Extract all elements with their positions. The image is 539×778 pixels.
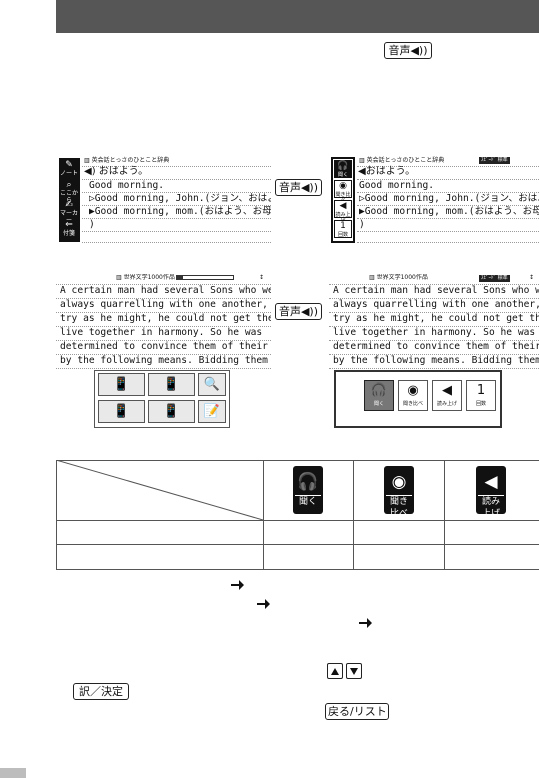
onsei-button[interactable]: 音声◀))	[275, 179, 322, 196]
screen-literature-normal: ▥ 世界文学1000作品 ↕ A certain man had several…	[56, 274, 271, 432]
sidebar-sticky[interactable]: ⇐付箋	[62, 220, 75, 237]
sidebar-note[interactable]: ✎ノート	[59, 160, 78, 177]
scroll-indicator: ↕	[259, 274, 265, 281]
scroll-indicator: ↕	[529, 274, 535, 281]
entry-headword: ◀) おはよう。	[84, 166, 149, 177]
screen-dictionary-voice-mode: 🎧聞く ◉聞き比べ ◀読み上げ 1回数 ▥ 英会話とっさのひとこと辞典 ｽﾋﾟｰ…	[329, 156, 539, 244]
search-tile[interactable]: 🔍	[198, 373, 226, 396]
entry-line: )	[359, 219, 365, 230]
entry-line: ▷Good morning, John.(ジョン、おはよう)	[89, 193, 271, 204]
yaku-kettei-key: 訳／決定	[73, 683, 129, 700]
text-line: live together in harmony. So he was	[60, 327, 263, 338]
header-bar	[56, 0, 539, 33]
text-line: by the following means. Bidding them fet…	[333, 355, 539, 366]
onsei-button[interactable]: 音声◀))	[275, 303, 322, 320]
text-line: always quarrelling with one another, and…	[333, 299, 539, 310]
speed-badge: ｽﾋﾟｰﾄﾞ 標準	[479, 275, 510, 282]
down-key-icon	[346, 663, 362, 679]
onsei-key: 音声◀))	[384, 42, 432, 59]
tool-tile-4[interactable]: 📱	[98, 400, 145, 423]
dictionary-title: ▥ 世界文学1000作品	[116, 274, 175, 281]
reading-progress-bar	[176, 275, 234, 280]
table-corner-diagonal	[56, 460, 264, 521]
text-line: by the following means. Bidding them fet…	[60, 355, 271, 366]
tool-tile-5[interactable]: 📱	[148, 400, 195, 423]
function-sidebar: ✎ノート ⌕ここから ✍マーカー ⇐付箋	[59, 158, 80, 242]
text-line: A certain man had several Sons who were	[60, 285, 271, 296]
note-tile[interactable]: 📝	[198, 400, 226, 423]
text-line: determined to convince them of their fol…	[60, 341, 271, 352]
text-line: try as he might, he could not get them t…	[60, 313, 271, 324]
dictionary-title: ▥ 英会話とっさのひとこと辞典	[84, 157, 170, 164]
sidebar-marker[interactable]: ✍マーカー	[59, 200, 78, 224]
right-arrow-icon	[359, 618, 372, 628]
speed-badge: ｽﾋﾟｰﾄﾞ 標準	[479, 157, 510, 164]
up-key-icon	[327, 663, 343, 679]
voice-listen-tile[interactable]: 🎧聞く	[364, 380, 394, 411]
speaker-icon: ◀読み上げ	[476, 466, 506, 519]
entry-line: ▶Good morning, mom.(おはよう、お母さん	[359, 206, 539, 217]
entry-line: )	[89, 219, 95, 230]
entry-line: ▷Good morning, John.(ジョン、おはよう)	[359, 193, 539, 204]
text-line: always quarrelling with one another, and…	[60, 299, 271, 310]
voice-compare-item[interactable]: ◉聞き比べ	[334, 180, 352, 204]
tool-tile-1[interactable]: 📱	[98, 373, 145, 396]
dictionary-title: ▥ 英会話とっさのひとこと辞典	[359, 157, 445, 164]
compare-voice-icon: ◉聞き比べ	[384, 466, 414, 519]
modoru-list-key: 戻る/リスト	[325, 703, 389, 720]
sidebar-search[interactable]: ⌕ここから	[59, 180, 78, 204]
dictionary-title: ▥ 世界文学1000作品	[369, 274, 428, 281]
voice-listen-item[interactable]: 🎧聞く	[334, 160, 352, 178]
right-arrow-icon	[257, 599, 270, 609]
text-line: try as he might, he could not get them t…	[333, 313, 539, 324]
right-arrow-icon	[231, 580, 244, 590]
entry-headword: ◀おはよう。	[358, 166, 416, 177]
tool-tile-2[interactable]: 📱	[148, 373, 195, 396]
text-line: A certain man had several Sons who were	[333, 285, 539, 296]
text-line: live together in harmony. So he was	[333, 327, 536, 338]
voice-compare-tile[interactable]: ◉聞き比べ	[398, 380, 428, 411]
voice-read-tile[interactable]: ◀読み上げ	[432, 380, 462, 411]
screen-literature-voice-mode: ▥ 世界文学1000作品 ｽﾋﾟｰﾄﾞ 標準 ↕ A certain man h…	[329, 274, 539, 432]
screen-dictionary-normal: ✎ノート ⌕ここから ✍マーカー ⇐付箋 ▥ 英会話とっさのひとこと辞典 ◀) …	[56, 156, 271, 244]
page-side-tab	[0, 768, 26, 778]
entry-line: ▶Good morning, mom.(おはよう、お母さん	[89, 206, 271, 217]
entry-line: Good morning.	[359, 180, 435, 191]
headphones-icon: 🎧聞く	[293, 466, 323, 514]
text-line: determined to convince them of their fol…	[333, 341, 539, 352]
entry-line: Good morning.	[89, 180, 165, 191]
voice-read-item[interactable]: ◀読み上げ	[334, 200, 352, 224]
